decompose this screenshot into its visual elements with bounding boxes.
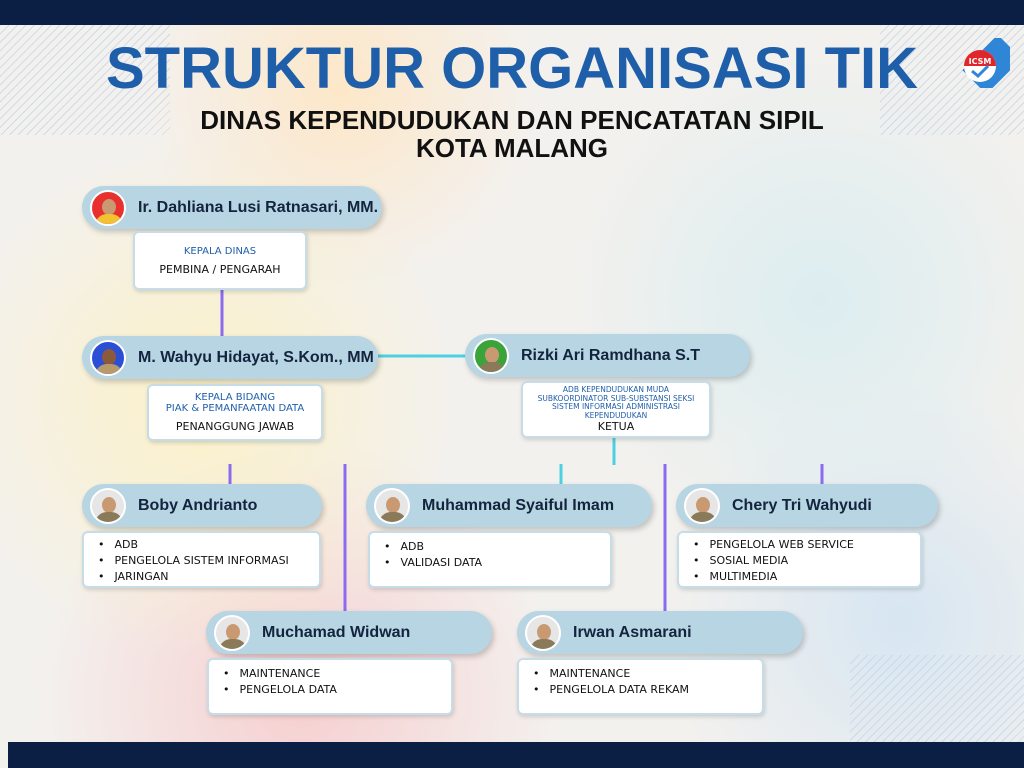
person-pill-syaiful: Muhammad Syaiful Imam bbox=[366, 484, 652, 527]
subtitle-dinas: DINAS KEPENDUDUKAN DAN PENCATATAN SIPIL bbox=[200, 105, 824, 135]
task-card-widwan: MAINTENANCEPENGELOLA DATA bbox=[207, 658, 453, 715]
avatar bbox=[214, 614, 250, 651]
task-item: MAINTENANCE bbox=[533, 666, 762, 682]
task-item: PENGELOLA WEB SERVICE bbox=[693, 537, 920, 553]
role-title: ADB KEPENDUDUKAN MUDA SUBKOORDINATOR SUB… bbox=[537, 385, 695, 420]
person-name: Ir. Dahliana Lusi Ratnasari, MM. bbox=[138, 198, 379, 216]
role-card-dahliana: KEPALA DINAS PEMBINA / PENGARAH bbox=[133, 231, 307, 290]
person-pill-wahyu: M. Wahyu Hidayat, S.Kom., MM bbox=[82, 336, 378, 379]
task-item: JARINGAN bbox=[98, 569, 319, 585]
task-card-boby: ADBPENGELOLA SISTEM INFORMASIJARINGAN bbox=[82, 531, 321, 588]
role-function: PEMBINA / PENGARAH bbox=[159, 262, 281, 276]
avatar bbox=[684, 487, 720, 524]
decor-hatch bbox=[850, 655, 1024, 745]
icsm-iso-logo: ICSM bbox=[962, 38, 1010, 88]
person-name: Rizki Ari Ramdhana S.T bbox=[521, 346, 700, 364]
task-card-syaiful: ADBVALIDASI DATA bbox=[368, 531, 612, 588]
svg-text:ICSM: ICSM bbox=[969, 57, 992, 66]
avatar bbox=[525, 614, 561, 651]
top-bar bbox=[0, 0, 1024, 25]
person-pill-irwan: Irwan Asmarani bbox=[517, 611, 803, 654]
role-function: KETUA bbox=[597, 420, 635, 433]
person-name: Irwan Asmarani bbox=[573, 623, 692, 641]
person-name: Muhammad Syaiful Imam bbox=[422, 496, 615, 514]
person-pill-boby: Boby Andrianto bbox=[82, 484, 322, 527]
task-item: SOSIAL MEDIA bbox=[693, 553, 920, 569]
task-card-irwan: MAINTENANCEPENGELOLA DATA REKAM bbox=[517, 658, 764, 715]
avatar bbox=[90, 189, 126, 226]
task-item: ADB bbox=[384, 539, 610, 555]
task-item: PENGELOLA SISTEM INFORMASI bbox=[98, 553, 319, 569]
task-item: VALIDASI DATA bbox=[384, 555, 610, 571]
task-item: PENGELOLA DATA bbox=[223, 682, 451, 698]
person-name: Boby Andrianto bbox=[138, 496, 258, 514]
person-name: Chery Tri Wahyudi bbox=[732, 496, 872, 514]
avatar bbox=[90, 339, 126, 376]
role-function: PENANGGUNG JAWAB bbox=[175, 420, 295, 433]
bottom-bar bbox=[8, 742, 1024, 768]
avatar bbox=[90, 487, 126, 524]
avatar bbox=[473, 337, 509, 374]
page-title: STRUKTUR ORGANISASI TIK bbox=[106, 36, 918, 101]
decor-hatch bbox=[0, 25, 170, 135]
person-pill-dahliana: Ir. Dahliana Lusi Ratnasari, MM. bbox=[82, 186, 382, 229]
person-pill-rizki: Rizki Ari Ramdhana S.T bbox=[465, 334, 750, 377]
task-card-chery: PENGELOLA WEB SERVICESOSIAL MEDIAMULTIME… bbox=[677, 531, 922, 588]
subtitle-kota: KOTA MALANG bbox=[415, 133, 609, 163]
role-card-rizki: ADB KEPENDUDUKAN MUDA SUBKOORDINATOR SUB… bbox=[521, 381, 711, 438]
role-title: KEPALA DINAS bbox=[183, 245, 257, 257]
task-item: MAINTENANCE bbox=[223, 666, 451, 682]
task-item: MULTIMEDIA bbox=[693, 569, 920, 585]
task-item: ADB bbox=[98, 537, 319, 553]
person-name: Muchamad Widwan bbox=[262, 623, 411, 641]
role-title: KEPALA BIDANG PIAK & PEMANFAATAN DATA bbox=[165, 392, 305, 414]
avatar bbox=[374, 487, 410, 524]
role-card-wahyu: KEPALA BIDANG PIAK & PEMANFAATAN DATA PE… bbox=[147, 384, 323, 441]
task-item: PENGELOLA DATA REKAM bbox=[533, 682, 762, 698]
person-pill-chery: Chery Tri Wahyudi bbox=[676, 484, 938, 527]
person-name: M. Wahyu Hidayat, S.Kom., MM bbox=[138, 348, 374, 366]
person-pill-widwan: Muchamad Widwan bbox=[206, 611, 492, 654]
